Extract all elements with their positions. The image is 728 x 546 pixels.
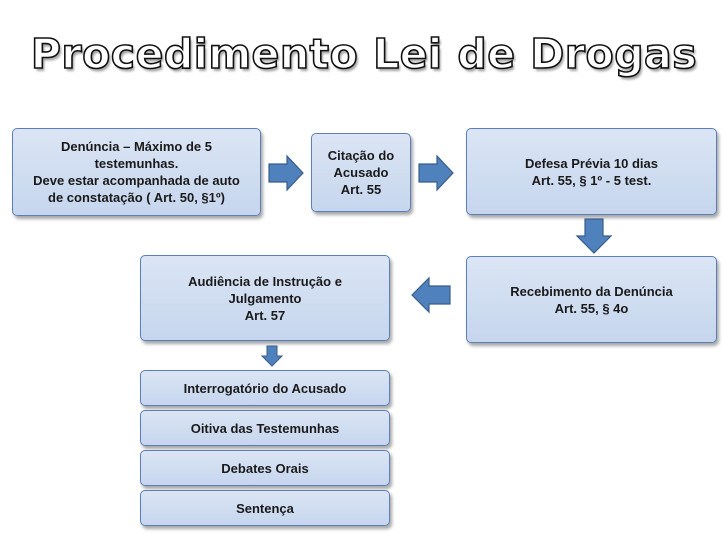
defesa-line-1: Defesa Prévia 10 dias bbox=[525, 155, 658, 171]
debates-box: Debates Orais bbox=[140, 450, 390, 486]
denuncia-line-1: Denúncia – Máximo de 5 bbox=[60, 139, 212, 154]
recebimento-box: Recebimento da Denúncia Art. 55, § 4o bbox=[466, 256, 717, 343]
audiencia-box: Audiência de Instrução e Julgamento Art.… bbox=[140, 255, 390, 341]
arrow-right-icon bbox=[418, 154, 454, 192]
citacao-line-2: Acusado bbox=[333, 165, 389, 180]
denuncia-box: Denúncia – Máximo de 5 testemunhas. Deve… bbox=[12, 128, 261, 216]
citacao-box: Citação do Acusado Art. 55 bbox=[311, 133, 411, 212]
sentenca-line-1: Sentença bbox=[236, 500, 294, 516]
arrow-down-icon bbox=[575, 218, 613, 254]
audiencia-line-2: Julgamento bbox=[228, 290, 302, 306]
interrogatorio-line-1: Interrogatório do Acusado bbox=[183, 380, 347, 396]
arrow-left-icon bbox=[411, 276, 451, 314]
audiencia-line-3: Art. 57 bbox=[244, 307, 286, 323]
denuncia-line-4: de constatação ( Art. 50, §1º) bbox=[48, 190, 225, 205]
arrow-right-icon bbox=[268, 154, 304, 192]
interrogatorio-box: Interrogatório do Acusado bbox=[140, 370, 390, 406]
recebimento-line-2: Art. 55, § 4o bbox=[554, 300, 629, 316]
denuncia-line-3: Deve estar acompanhada de auto bbox=[33, 173, 240, 188]
denuncia-line-2: testemunhas. bbox=[94, 156, 179, 171]
oitiva-line-1: Oitiva das Testemunhas bbox=[190, 420, 340, 436]
arrow-down-icon bbox=[260, 345, 284, 367]
debates-line-1: Debates Orais bbox=[221, 460, 309, 476]
sentenca-box: Sentença bbox=[140, 490, 390, 526]
defesa-line-2: Art. 55, § 1º - 5 test. bbox=[531, 172, 652, 188]
oitiva-box: Oitiva das Testemunhas bbox=[140, 410, 390, 446]
citacao-line-1: Citação do bbox=[327, 148, 395, 163]
audiencia-line-1: Audiência de Instrução e bbox=[188, 273, 342, 289]
citacao-line-3: Art. 55 bbox=[340, 182, 382, 197]
page-title: Procedimento Lei de Drogas bbox=[30, 29, 698, 79]
defesa-box: Defesa Prévia 10 dias Art. 55, § 1º - 5 … bbox=[466, 128, 717, 215]
recebimento-line-1: Recebimento da Denúncia bbox=[510, 283, 673, 299]
